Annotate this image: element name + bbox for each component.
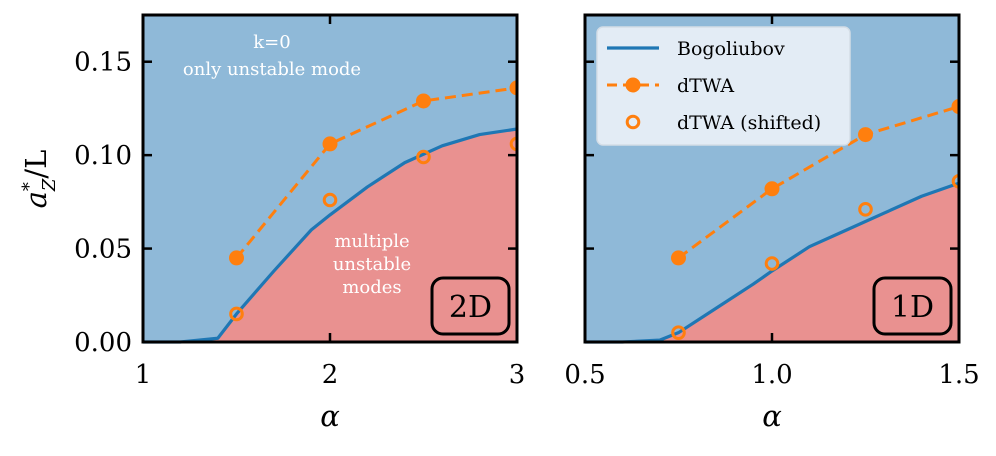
axes-frame bbox=[583, 13, 961, 344]
dtwa-point bbox=[322, 136, 338, 152]
dtwa-point bbox=[764, 181, 780, 197]
dtwa-shifted-point bbox=[951, 174, 959, 189]
legend-box bbox=[596, 26, 851, 146]
x-tick-label: 1.0 bbox=[751, 360, 792, 390]
axes-frame bbox=[141, 13, 519, 344]
y-tick-label: 0.10 bbox=[74, 141, 132, 171]
bogoliubov-line bbox=[143, 127, 518, 344]
dtwa-shifted-point bbox=[322, 192, 338, 208]
x-tick-label: 3 bbox=[509, 360, 526, 390]
panel-1d: 0.5 1.0 1.5 α 1D Bogoliubov dTWA dTWA (shifted) bbox=[564, 13, 980, 433]
dtwa-line bbox=[235, 86, 517, 259]
unstable-region bbox=[143, 128, 517, 342]
x-tick-label: 1.5 bbox=[938, 360, 979, 390]
dtwa-point bbox=[416, 93, 431, 109]
panel-label: 2D bbox=[449, 290, 492, 325]
region-label-lower: multiple bbox=[334, 231, 409, 252]
panel-label-box bbox=[872, 276, 953, 336]
x-tick-label: 2 bbox=[322, 360, 339, 390]
dtwa-shifted-point bbox=[858, 202, 873, 217]
dtwa-line bbox=[677, 105, 959, 260]
panel-2d: 1 2 3 0.00 0.05 0.10 0.15 α 2D k=0 only unstable m… bbox=[74, 13, 526, 433]
x-axis-label: α bbox=[762, 399, 782, 433]
legend-marker-shifted bbox=[625, 114, 641, 130]
y-tick-label: 0.05 bbox=[74, 235, 132, 265]
panel-label-box bbox=[430, 276, 511, 336]
dtwa-shifted-point bbox=[416, 149, 431, 165]
region-label-upper: only unstable mode bbox=[183, 59, 361, 80]
panel-label: 1D bbox=[891, 290, 934, 325]
y-tick-label: 0.15 bbox=[74, 48, 132, 78]
bogoliubov-line bbox=[585, 181, 960, 344]
region-label-lower: modes bbox=[342, 277, 401, 298]
dtwa-shifted-point bbox=[229, 306, 244, 322]
dtwa-shifted-point bbox=[509, 136, 517, 152]
dtwa-point bbox=[858, 127, 873, 143]
legend-marker-dtwa bbox=[625, 77, 641, 93]
dtwa-point bbox=[671, 250, 686, 266]
y-tick-label: 0.00 bbox=[74, 328, 132, 358]
y-axis-label: a*Z/L bbox=[19, 150, 60, 209]
dtwa-point bbox=[951, 99, 959, 115]
dtwa-shifted-point bbox=[671, 325, 686, 340]
legend-label: dTWA (shifted) bbox=[677, 112, 821, 134]
x-tick-label: 0.5 bbox=[564, 360, 605, 390]
x-tick-label: 1 bbox=[135, 360, 152, 390]
dtwa-point bbox=[509, 80, 517, 96]
legend-label: Bogoliubov bbox=[677, 38, 785, 60]
legend-label: dTWA bbox=[677, 75, 734, 97]
region-label-lower: unstable bbox=[333, 254, 411, 275]
dtwa-shifted-point bbox=[764, 256, 780, 271]
x-axis-label: α bbox=[320, 399, 340, 433]
dtwa-point bbox=[229, 250, 244, 266]
region-label-upper: k=0 bbox=[253, 32, 290, 53]
